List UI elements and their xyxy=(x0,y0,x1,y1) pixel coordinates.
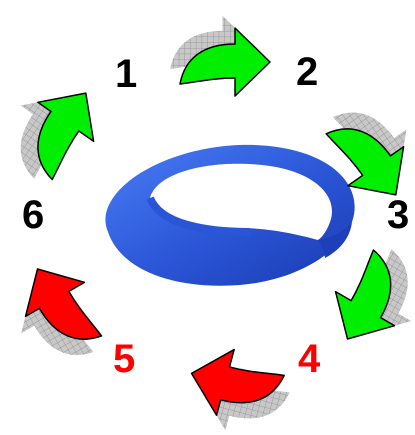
step-label-5: 5 xyxy=(113,337,135,381)
step-label-4: 4 xyxy=(298,337,321,381)
step-label-1: 1 xyxy=(115,52,137,96)
step-label-3: 3 xyxy=(387,193,409,237)
step-arrow-1 xyxy=(170,16,270,96)
step-label-6: 6 xyxy=(22,193,44,237)
mobius-strip xyxy=(105,145,354,286)
step-arrow-4 xyxy=(180,341,297,435)
arrow-body xyxy=(6,74,113,187)
step-arrow-6 xyxy=(0,67,114,195)
step-arrow-3 xyxy=(318,236,415,363)
step-label-2: 2 xyxy=(296,50,318,94)
step-arrow-5 xyxy=(0,252,117,379)
